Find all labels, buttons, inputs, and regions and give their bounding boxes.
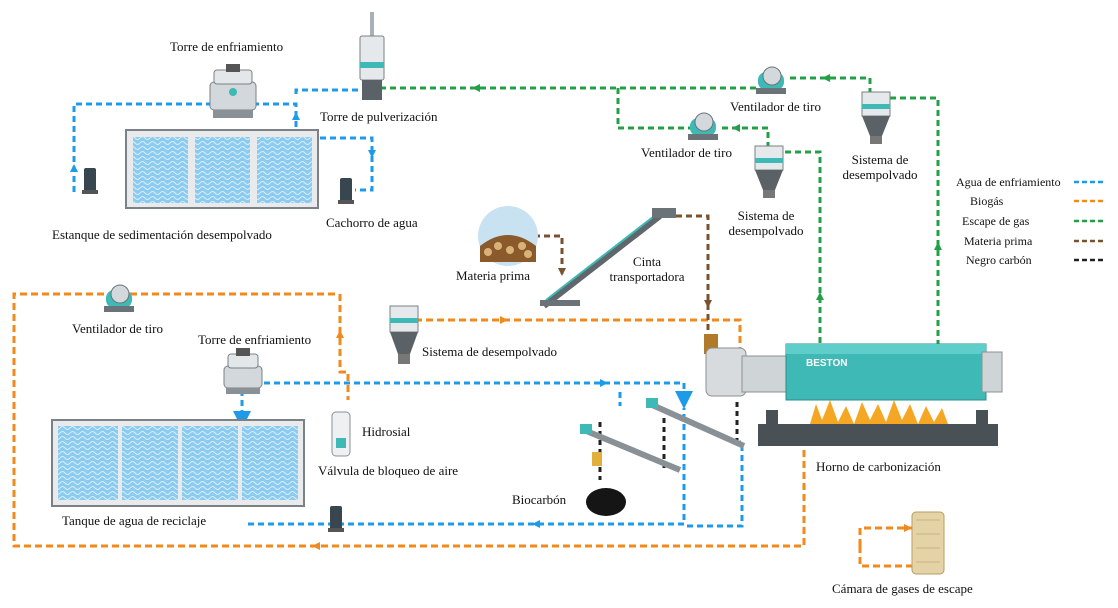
legend-exhaust-gas: Escape de gas	[962, 214, 1030, 228]
cooling-tower-bottom	[223, 348, 263, 394]
draft-fan-top	[756, 66, 786, 94]
raw-material-pile	[478, 206, 538, 266]
exhaust-chamber-label: Cámara de gases de escape	[832, 581, 973, 596]
raw-material-lines	[534, 214, 710, 332]
biochar-augers	[580, 398, 746, 473]
biogas-arrows	[312, 316, 912, 550]
raw-material-arrows	[558, 268, 712, 308]
draft-fan-left	[104, 284, 134, 312]
spray-tower	[359, 12, 385, 100]
legend-cooling-water: Agua de enfriamiento	[956, 175, 1061, 189]
cooling-tower-top-label: Torre de enfriamiento	[170, 39, 284, 54]
legend-lines	[1074, 180, 1104, 262]
airlock-valve-label: Válvula de bloqueo de aire	[318, 463, 459, 478]
carbonization-furnace-label: Horno de carbonización	[816, 459, 941, 474]
hydrosol-unit	[331, 411, 351, 457]
spray-tower-label: Torre de pulverización	[320, 109, 438, 124]
legend-biogas: Biogás	[970, 194, 1004, 208]
legend-carbon-black: Negro carbón	[966, 253, 1032, 267]
carbonization-furnace	[704, 334, 1003, 446]
dedusting-system-mid	[754, 145, 784, 198]
conveyor-label: Cinta transportadora	[609, 254, 685, 284]
raw-material-label: Materia prima	[456, 268, 530, 283]
dedusting-system-right	[861, 91, 891, 144]
dedusting-right-label: Sistema de desempolvado	[842, 152, 918, 182]
cooling-tower-top	[209, 64, 257, 118]
draft-fan-mid	[688, 112, 718, 140]
brand-logo-text: BESTON	[806, 358, 848, 369]
cooling-tower-bottom-label: Torre de enfriamiento	[198, 332, 312, 347]
biochar-pile	[586, 488, 626, 516]
recycle-tank-label: Tanque de agua de reciclaje	[62, 513, 207, 528]
draft-fan-mid-label: Ventilador de tiro	[641, 145, 732, 160]
sedimentation-pond-label: Estanque de sedimentación desempolvado	[52, 227, 272, 242]
exhaust-chamber	[911, 511, 945, 575]
legend-raw-material: Materia prima	[964, 234, 1033, 248]
exhaust-gas-arrows	[472, 74, 942, 300]
water-pump-left	[82, 168, 98, 194]
dedusting-system-left	[389, 305, 419, 364]
conveyor	[540, 208, 676, 309]
hydrosol-label: Hidrosial	[362, 424, 411, 439]
recycle-water-tank	[51, 419, 305, 507]
cooling-water-arrows	[70, 112, 608, 528]
water-pump-right	[338, 178, 354, 204]
water-pump-bottom	[328, 506, 344, 532]
dedusting-left-label: Sistema de desempolvado	[422, 344, 558, 359]
sedimentation-pond	[125, 129, 319, 209]
dedusting-mid-label: Sistema de desempolvado	[728, 208, 804, 238]
biochar-label: Biocarbón	[512, 492, 567, 507]
draft-fan-left-label: Ventilador de tiro	[72, 321, 163, 336]
draft-fan-top-label: Ventilador de tiro	[730, 99, 821, 114]
water-pump-label: Cachorro de agua	[326, 215, 418, 230]
